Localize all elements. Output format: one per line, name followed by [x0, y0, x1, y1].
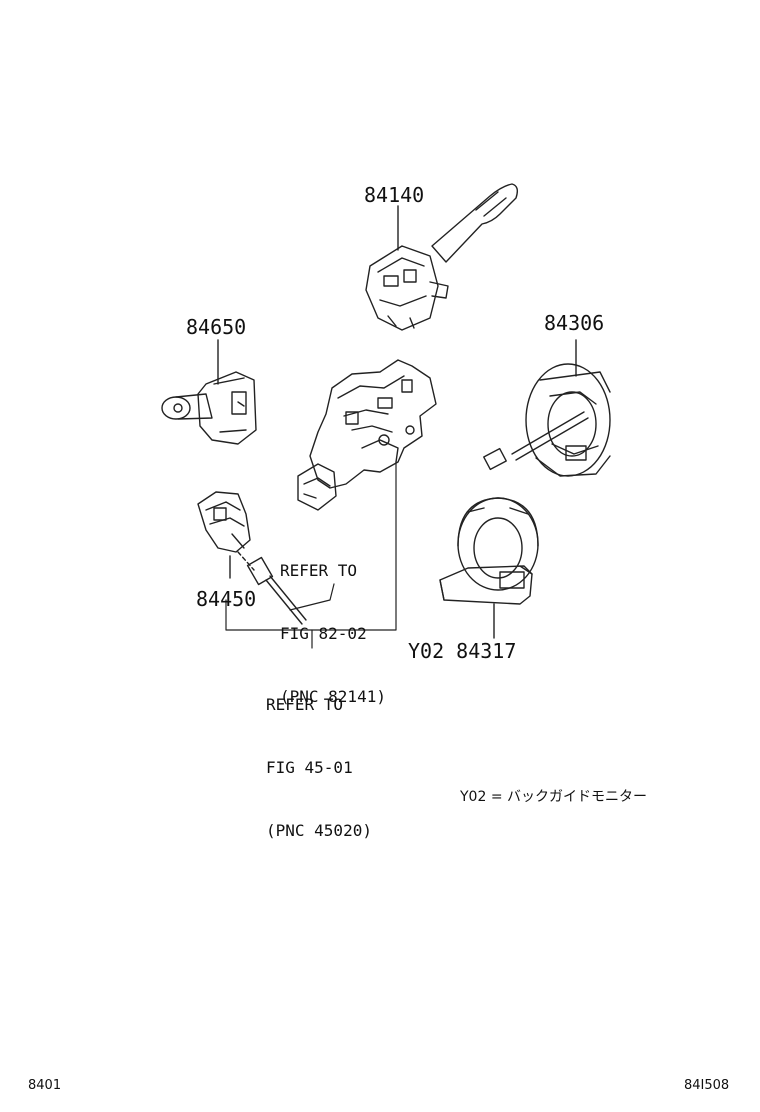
part-label-84140: 84140 — [364, 183, 425, 207]
column-bracket-drawing — [298, 360, 436, 510]
variant-legend: Y02 = バックガイドモニター — [460, 789, 647, 805]
part-label-84650: 84650 — [186, 315, 247, 339]
refer-note-82-line2: FIG 82-02 — [280, 624, 367, 643]
refer-note-45: REFER TO FIG 45-01 (PNC 45020) — [266, 652, 372, 862]
connector-drawing — [198, 492, 306, 624]
refer-note-82: REFER TO FIG 82-02 (PNC 82141) — [280, 518, 386, 728]
footer-right-code: 84I508 — [684, 1078, 730, 1093]
spiral-cable-drawing — [484, 340, 610, 476]
light-switch-drawing — [162, 340, 256, 444]
part-number: 84317 — [456, 639, 517, 663]
variant-code: Y02 — [408, 639, 445, 663]
leader-lines — [226, 462, 396, 648]
refer-note-45-line3: (PNC 45020) — [266, 821, 372, 840]
part-label-84317: Y02 84317 — [408, 640, 516, 662]
refer-note-82-line1: REFER TO — [280, 561, 358, 580]
refer-note-82-line3: (PNC 82141) — [280, 687, 386, 706]
refer-note-45-line2: FIG 45-01 — [266, 758, 353, 777]
footer-left-code: 8401 — [28, 1078, 62, 1093]
part-label-84306: 84306 — [544, 311, 605, 335]
combination-switch-drawing — [366, 184, 517, 330]
steering-sensor-drawing — [440, 498, 538, 638]
refer-note-45-line1: REFER TO — [266, 695, 344, 714]
part-label-84450: 84450 — [196, 587, 257, 611]
